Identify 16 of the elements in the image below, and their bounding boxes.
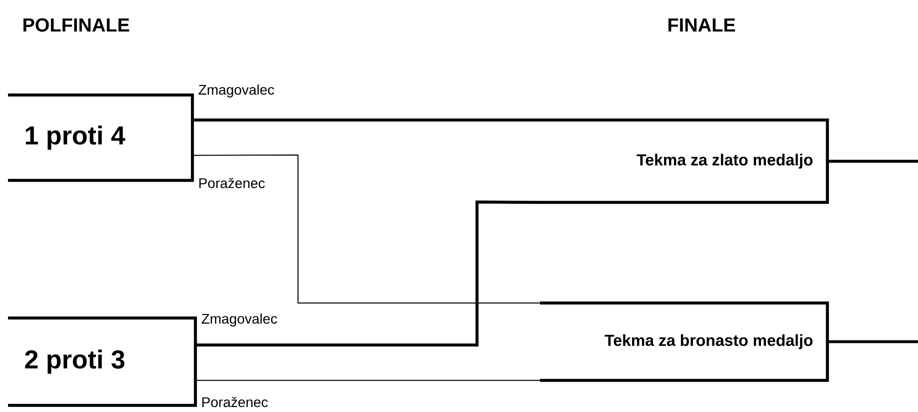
edge-label: Zmagovalec — [200, 312, 278, 328]
column-heading: POLFINALE — [23, 18, 130, 32]
bracket-line — [194, 380, 540, 381]
bracket-line — [827, 340, 918, 344]
column-heading: FINALE — [668, 18, 736, 32]
edge-label: Zmagovalec — [197, 83, 276, 99]
bracket-line — [192, 154, 540, 304]
bracket-box: 2 proti 3 — [8, 316, 197, 407]
bracket-box: Tekma za zlato medaljo — [540, 118, 829, 204]
bracket-box: Tekma za bronasto medaljo — [540, 302, 829, 382]
bracket-line — [827, 160, 918, 163]
bracket-line — [192, 118, 540, 122]
bracket-line — [195, 200, 540, 346]
bracket-box: 1 proti 4 — [8, 94, 194, 182]
edge-label: Poraženec — [197, 176, 266, 190]
edge-label: Poraženec — [200, 396, 270, 408]
